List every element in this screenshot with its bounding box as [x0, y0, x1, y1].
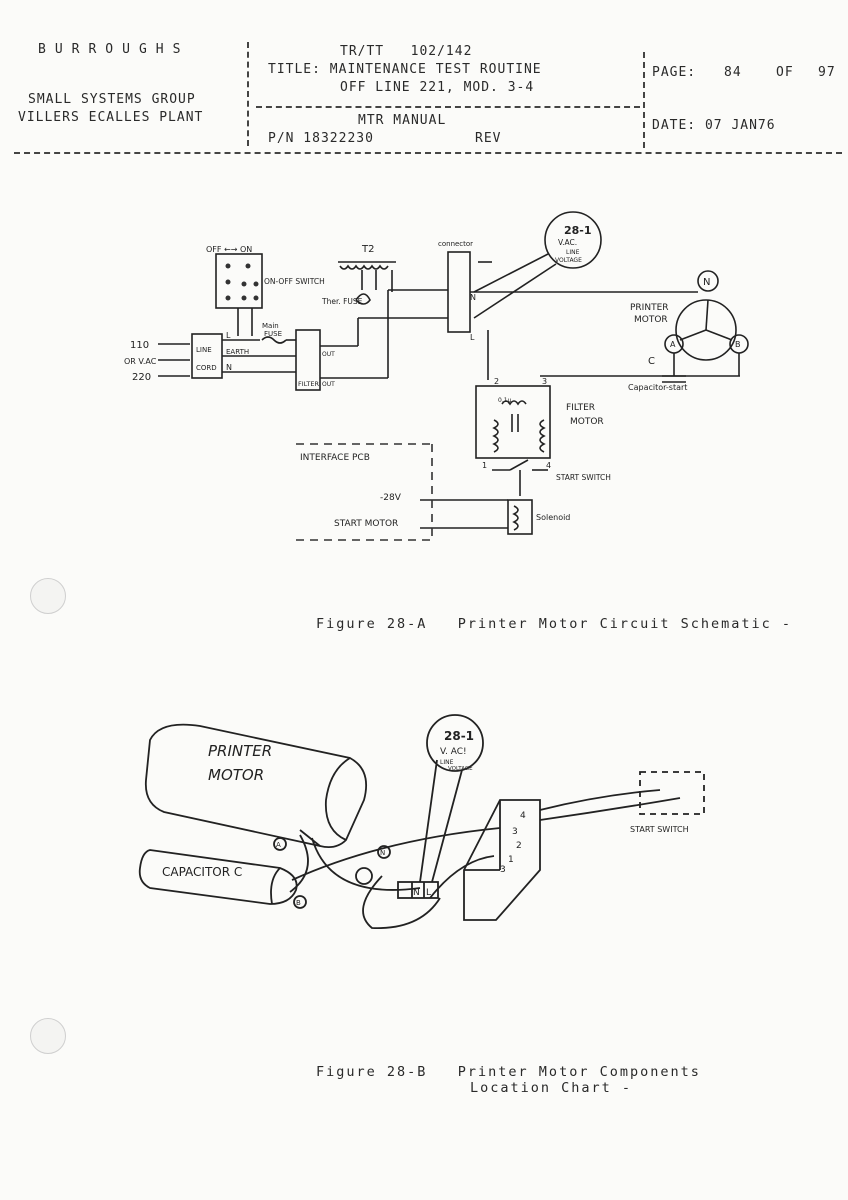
- label-conn-l: L: [470, 333, 475, 342]
- label-220: 220: [132, 372, 151, 383]
- label-conn-n: N: [470, 293, 476, 302]
- plant-name: VILLERS ECALLES PLANT: [18, 110, 204, 125]
- label-printer: PRINTER: [630, 303, 669, 313]
- printer-motor-symbol: [675, 299, 737, 361]
- label-motor: MOTOR: [634, 315, 668, 325]
- label-cord: CORD: [196, 364, 217, 372]
- label-term-n: N: [226, 363, 232, 372]
- label-filter-motor2: MOTOR: [570, 417, 604, 427]
- group-name: SMALL SYSTEMS GROUP: [28, 92, 196, 107]
- b-label-a: A: [276, 841, 281, 849]
- manual-name: MTR MANUAL: [358, 113, 447, 128]
- b-label-b: B: [296, 899, 301, 907]
- label-meter-mid: V.AC.: [558, 238, 577, 247]
- meter-28-1-b: [426, 714, 484, 772]
- label-connector: connector: [438, 240, 473, 248]
- b-label-motor: MOTOR: [208, 766, 264, 784]
- doc-date: DATE: 07 JAN76: [652, 118, 776, 133]
- capacitor-body: [138, 849, 298, 905]
- page-total: 97: [818, 65, 836, 80]
- b-label-tb-l: L: [426, 888, 431, 898]
- b-label-start-switch: START SWITCH: [630, 825, 689, 834]
- b-label-capacitor: CAPACITOR C: [162, 865, 242, 879]
- revision: REV: [475, 131, 502, 146]
- label-earth: EARTH: [226, 348, 249, 356]
- page-of: OF: [776, 65, 794, 80]
- label-110: 110: [130, 340, 149, 351]
- b-label-1: 1: [508, 855, 514, 865]
- b-label-meter-top: 28-1: [444, 729, 474, 743]
- b-label-tb-n: N: [413, 888, 420, 898]
- label-or-vac: OR V.AC: [124, 357, 157, 366]
- label-fuse: FUSE: [264, 330, 282, 338]
- label-meter-top: 28-1: [564, 224, 592, 237]
- page-label: PAGE:: [652, 65, 697, 80]
- components-figure-b: PRINTER MOTOR CAPACITOR C 28-1 V. AC! LI…: [138, 714, 705, 929]
- part-number: P/N 18322230: [268, 131, 374, 146]
- doc-title-line1: TITLE: MAINTENANCE TEST ROUTINE: [268, 62, 542, 77]
- label-num1: 1: [482, 461, 487, 470]
- header-bottom-rule: [14, 152, 842, 154]
- header-divider-right: [643, 52, 645, 148]
- label-thermal-fuse: Ther. FUSE: [321, 297, 363, 306]
- b-label-meter-line: LINE: [440, 759, 454, 766]
- b-label-meter-mid: V. AC!: [440, 747, 467, 757]
- label-motor-n: N: [703, 277, 710, 288]
- b-label-2: 2: [516, 841, 522, 851]
- doc-title-line2: OFF LINE 221, MOD. 3-4: [340, 80, 535, 95]
- punch-hole: [30, 578, 66, 614]
- label-capacitor-start: Capacitor-start: [628, 383, 687, 392]
- label-off-on: OFF ←→ ON: [206, 245, 252, 254]
- label-num3: 3: [542, 377, 547, 386]
- punch-hole: [30, 1018, 66, 1054]
- label-minus28v: -28V: [380, 493, 402, 503]
- label-cap-c: C: [648, 356, 655, 367]
- schematic-figure-a: OFF ←→ ON ON-OFF SWITCH T2 Ther. FUSE co…: [124, 211, 749, 541]
- start-switch-box: [639, 771, 705, 815]
- connector-block: [447, 251, 471, 333]
- page-number: 84: [724, 65, 742, 80]
- b-label-3b: 3: [500, 865, 506, 875]
- b-label-printer: PRINTER: [208, 742, 272, 760]
- label-onoff-switch: ON-OFF SWITCH: [264, 277, 325, 286]
- label-meter-line: LINE: [566, 249, 580, 256]
- b-label-meter-voltage: VOLTAGE: [448, 766, 473, 772]
- label-num2: 2: [494, 377, 499, 386]
- label-line: LINE: [196, 346, 212, 354]
- b-label-n: N: [380, 849, 385, 857]
- label-out2: OUT: [322, 381, 335, 388]
- label-filter-motor1: FILTER: [566, 403, 595, 413]
- label-meter-voltage: VOLTAGE: [555, 257, 582, 264]
- doc-code: TR/TT 102/142: [340, 44, 473, 59]
- label-solenoid: Solenoid: [536, 513, 570, 522]
- figure-b-caption-line1: Figure 28-B Printer Motor Components: [316, 1064, 701, 1080]
- label-motor-b: B: [735, 340, 741, 349]
- label-interface-pcb: INTERFACE PCB: [300, 453, 370, 463]
- label-t2: T2: [361, 244, 374, 255]
- figure-b-caption-line2: Location Chart -: [470, 1080, 633, 1096]
- label-main: Main: [262, 322, 279, 330]
- label-filter: FILTER: [298, 380, 319, 388]
- label-num4: 4: [546, 461, 551, 470]
- header-divider-left: [247, 42, 249, 146]
- solenoid-box: [507, 499, 533, 535]
- label-cap-val: 0.1µ: [498, 397, 512, 404]
- label-start-motor: START MOTOR: [334, 519, 398, 529]
- b-label-4: 4: [520, 811, 526, 821]
- label-motor-a: A: [670, 340, 676, 349]
- company-name: BURROUGHS: [38, 42, 190, 57]
- b-label-3: 3: [512, 827, 518, 837]
- figure-a-caption: Figure 28-A Printer Motor Circuit Schema…: [316, 616, 793, 632]
- filter-motor-box: [475, 385, 551, 459]
- onoff-switch-box: [215, 253, 263, 309]
- label-start-switch: START SWITCH: [556, 473, 611, 482]
- filter-box: [295, 329, 321, 391]
- header-inner-rule: [256, 106, 640, 108]
- meter-28-1: [544, 211, 602, 269]
- label-term-l: L: [226, 331, 231, 340]
- label-out1: OUT: [322, 351, 335, 358]
